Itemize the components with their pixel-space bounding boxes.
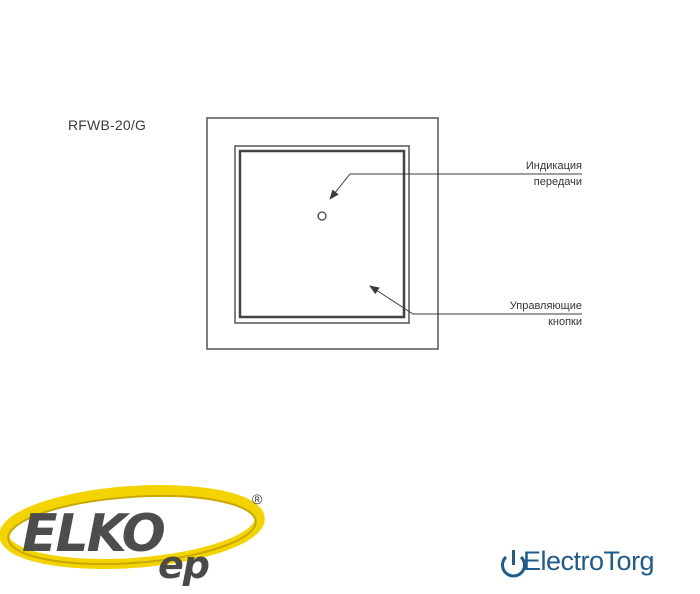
electrotorg-text-a: Electro (523, 546, 604, 576)
registered-mark: ® (252, 491, 263, 507)
elko-ep-text: ep (158, 543, 210, 587)
callout-indicator: Индикация передачи (442, 158, 582, 190)
elko-wordmark: ELKO (22, 504, 165, 564)
outer-frame (206, 117, 439, 350)
electrotorg-text-b: Torg (603, 546, 655, 576)
callout-indicator-line-1: Индикация (525, 160, 582, 172)
electrotorg-logo: ElectroTorg (523, 546, 655, 577)
inner-frame-outer-edge (234, 145, 410, 324)
elko-ring-shadow (7, 494, 257, 566)
led-indicator (317, 211, 327, 221)
model-label: RFWB-20/G (68, 117, 147, 133)
button-rocker (238, 149, 406, 319)
callout-buttons-line-1: Управляющие (509, 300, 582, 312)
leader-line-indicator (329, 173, 582, 200)
callout-buttons: Управляющие кнопки (442, 298, 582, 330)
leader-line-buttons (369, 285, 582, 315)
power-icon (501, 550, 526, 578)
callout-indicator-line-2: передачи (533, 176, 582, 188)
elko-logo: ELKO (0, 484, 265, 570)
callout-buttons-line-2: кнопки (548, 316, 582, 328)
